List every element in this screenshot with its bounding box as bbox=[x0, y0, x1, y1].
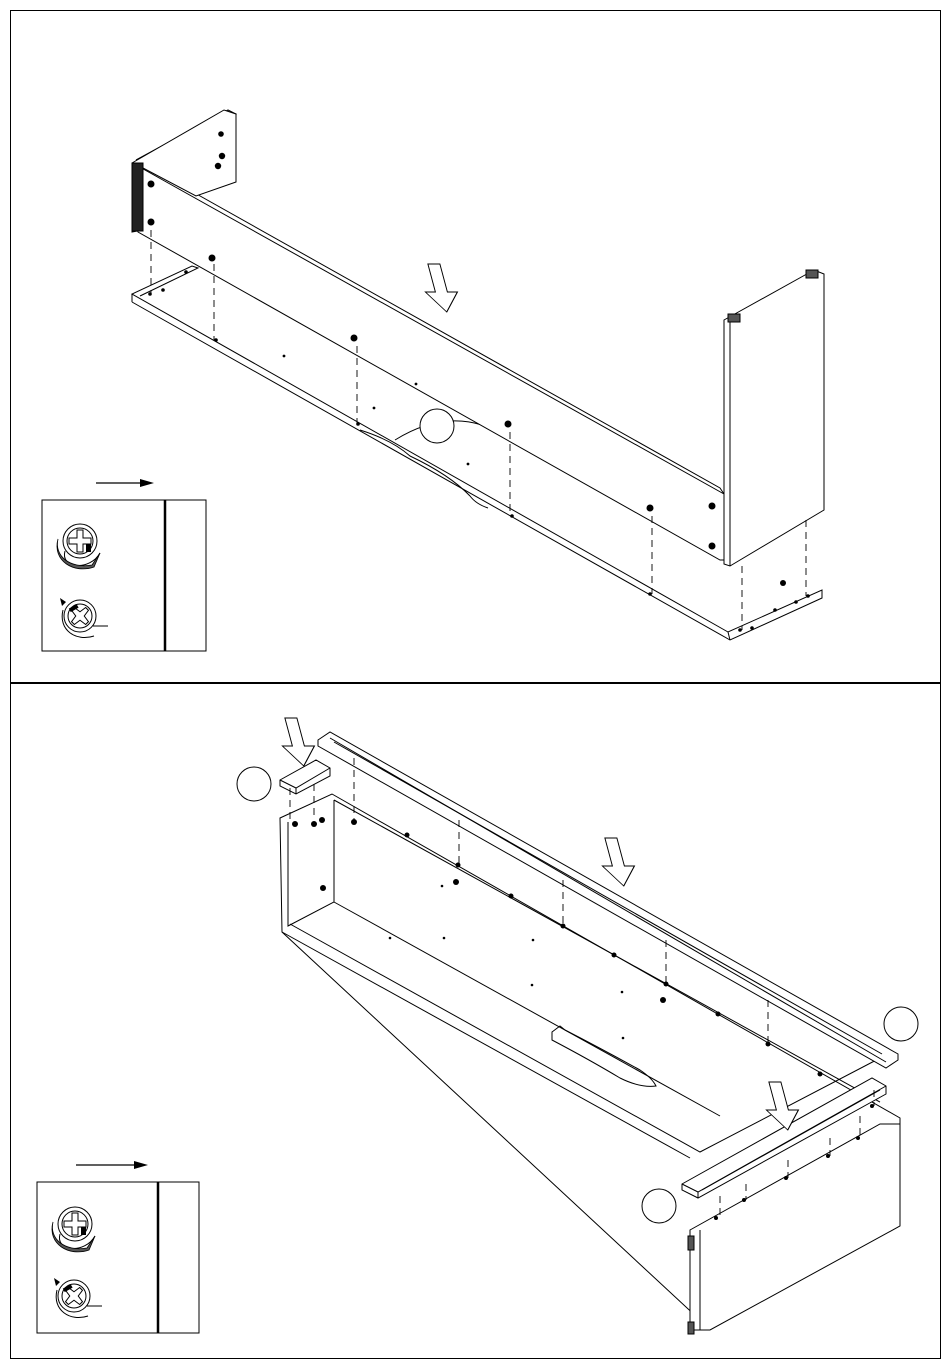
down-arrow-icon bbox=[595, 838, 640, 886]
part-callout bbox=[642, 1189, 676, 1223]
part-callout bbox=[420, 409, 454, 443]
base-panel bbox=[132, 266, 822, 640]
down-arrow-icon bbox=[275, 718, 320, 766]
short-block bbox=[280, 760, 330, 794]
part-callout bbox=[237, 767, 271, 801]
step-1-drawing bbox=[42, 110, 824, 651]
back-panel bbox=[136, 165, 724, 560]
step-2-drawing bbox=[37, 718, 918, 1334]
down-arrow-icon bbox=[418, 264, 463, 312]
tool-legend-box bbox=[42, 500, 206, 651]
part-callout bbox=[884, 1007, 918, 1041]
